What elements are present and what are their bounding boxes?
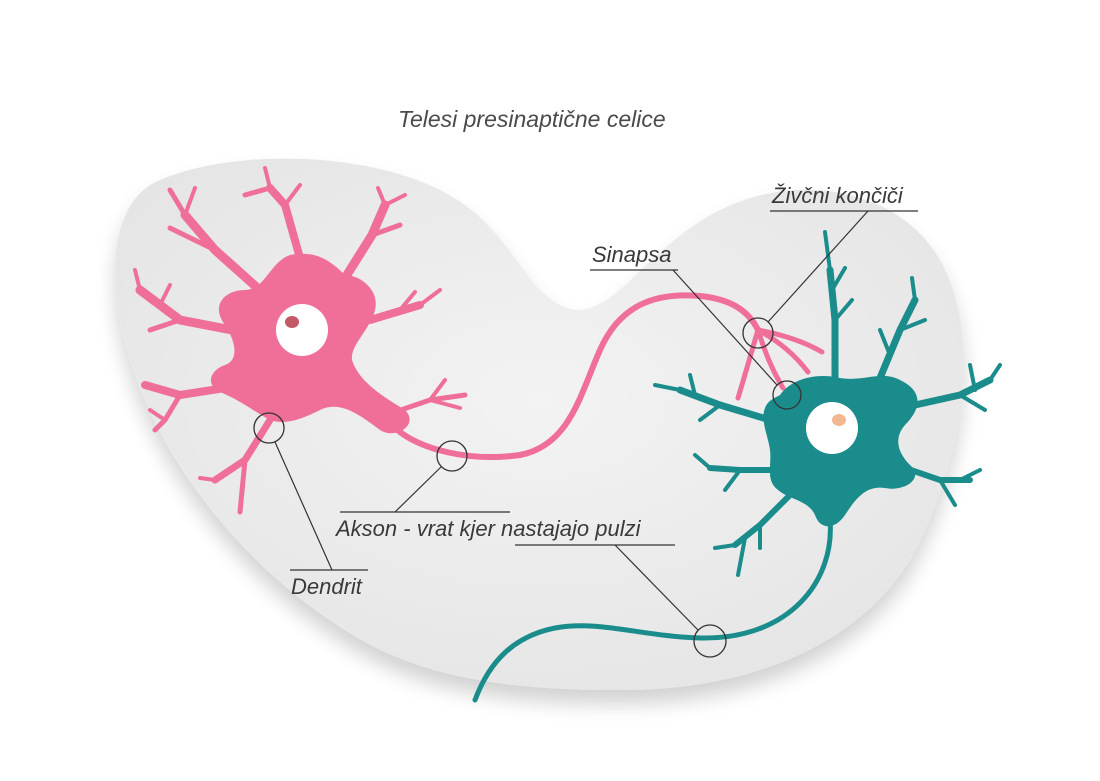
nerve-endings-ring bbox=[742, 317, 774, 349]
synapse-callout bbox=[590, 269, 802, 410]
presynaptic-nucleus bbox=[276, 304, 328, 356]
postsynaptic-axon bbox=[472, 517, 833, 703]
dendrite-label: Dendrit bbox=[291, 574, 363, 599]
axon-terminals bbox=[735, 327, 825, 401]
axon-ring bbox=[436, 440, 468, 472]
postsynaptic-axon-ring bbox=[693, 624, 727, 658]
diagram-title: Telesi presinaptične celice bbox=[398, 106, 666, 132]
postsynaptic-axon-callout bbox=[515, 544, 727, 658]
synapse-ring bbox=[772, 380, 802, 410]
postsynaptic-nucleus bbox=[806, 402, 858, 454]
nerve-endings-callout bbox=[742, 210, 918, 349]
presynaptic-dendrites bbox=[133, 166, 468, 515]
presynaptic-nucleolus bbox=[285, 316, 299, 328]
axon-label: Akson - vrat kjer nastajajo pulzi bbox=[334, 516, 642, 541]
axon-callout bbox=[340, 440, 510, 513]
postsynaptic-dendrites bbox=[653, 230, 1002, 577]
dendrite-callout bbox=[253, 412, 368, 571]
presynaptic-axon bbox=[392, 292, 761, 460]
synapse-label: Sinapsa bbox=[592, 242, 672, 267]
nerve-endings-label: Živčni končiči bbox=[771, 183, 904, 208]
postsynaptic-nucleolus bbox=[832, 414, 846, 426]
dendrite-ring bbox=[253, 412, 285, 444]
